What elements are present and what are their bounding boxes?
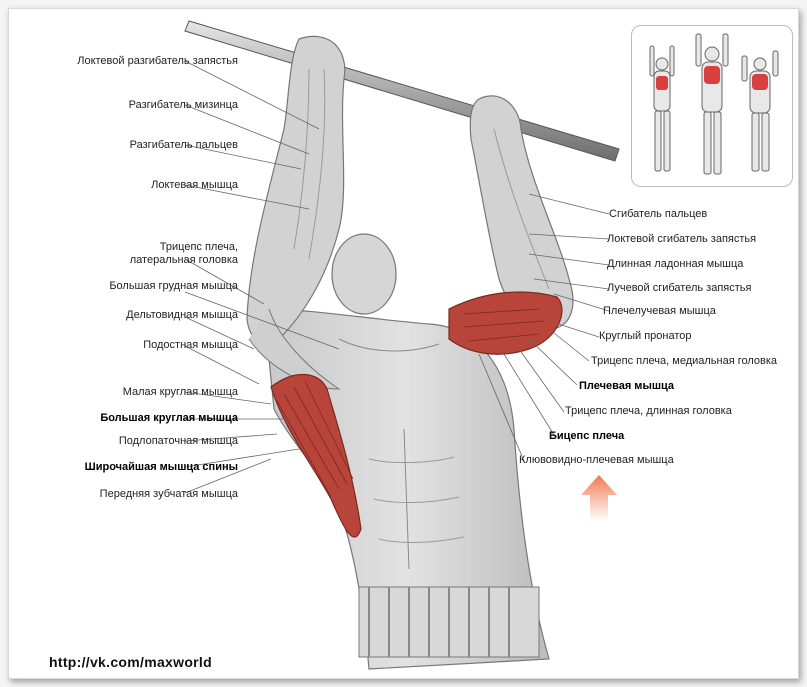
inset-thumbnail bbox=[631, 25, 793, 187]
label-right-6: Круглый пронатор bbox=[599, 330, 692, 342]
label-left-3: Разгибатель пальцев bbox=[129, 139, 238, 151]
label-left-10: Большая круглая мышца bbox=[100, 412, 238, 424]
highlighted-teres-latissimus bbox=[270, 373, 362, 538]
right-arm bbox=[448, 95, 574, 355]
label-right-4: Лучевой сгибатель запястья bbox=[607, 282, 752, 294]
leader-lines bbox=[184, 60, 610, 494]
label-right-11: Клювовидно-плечевая мышца bbox=[519, 454, 674, 466]
watermark-url: http://vk.com/maxworld bbox=[49, 654, 212, 670]
label-left-5: Трицепс плеча, латеральная головка bbox=[129, 241, 238, 266]
label-right-7: Трицепс плеча, медиальная головка bbox=[591, 355, 778, 367]
label-left-1: Локтевой разгибатель запястья bbox=[77, 55, 238, 67]
label-left-12: Широчайшая мышца спины bbox=[84, 461, 238, 473]
upward-arrow bbox=[581, 475, 617, 521]
label-left-2: Разгибатель мизинца bbox=[128, 99, 238, 111]
left-arm bbox=[246, 35, 346, 390]
label-right-2: Локтевой сгибатель запястья bbox=[607, 233, 757, 245]
torso bbox=[263, 308, 550, 670]
figure-frame: Локтевой разгибатель запястья Разгибател… bbox=[8, 8, 799, 679]
label-left-11: Подлопаточная мышца bbox=[118, 435, 238, 447]
label-right-8: Плечевая мышца bbox=[579, 380, 675, 392]
label-left-7: Дельтовидная мышца bbox=[126, 309, 238, 321]
highlighted-brachialis bbox=[448, 291, 563, 355]
label-left-8: Подостная мышца bbox=[143, 339, 238, 351]
label-right-10: Бицепс плеча bbox=[549, 430, 625, 442]
label-right-3: Длинная ладонная мышца bbox=[607, 258, 744, 270]
anatomy-illustration bbox=[184, 20, 620, 670]
label-left-6: Большая грудная мышца bbox=[109, 280, 238, 292]
thumbnail-figures bbox=[649, 33, 779, 175]
label-left-13: Передняя зубчатая мышца bbox=[99, 488, 238, 500]
pull-up-bar bbox=[184, 20, 620, 162]
label-right-9: Трицепс плеча, длинная головка bbox=[565, 405, 732, 417]
label-left-4: Локтевая мышца bbox=[151, 179, 238, 191]
label-right-5: Плечелучевая мышца bbox=[603, 305, 716, 317]
head bbox=[331, 233, 397, 315]
label-right-1: Сгибатель пальцев bbox=[609, 208, 708, 220]
label-left-9: Малая круглая мышца bbox=[122, 386, 238, 398]
